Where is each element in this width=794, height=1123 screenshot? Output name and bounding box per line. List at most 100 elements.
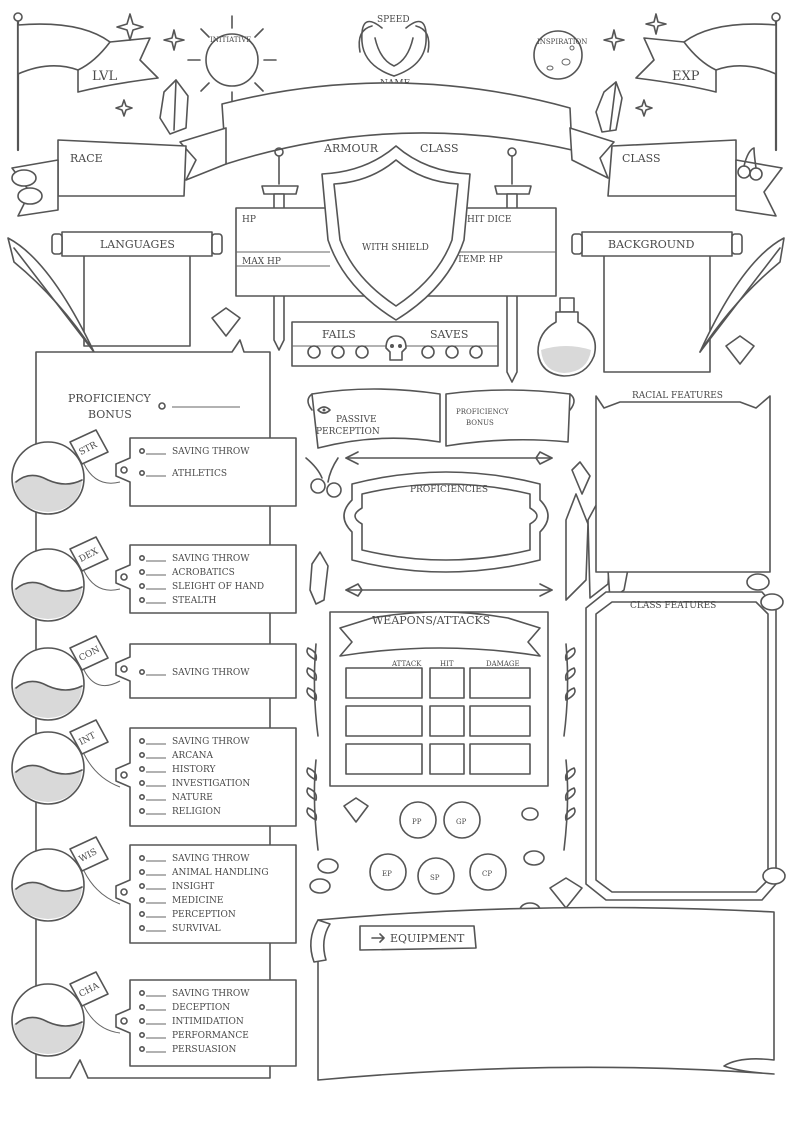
- weapons-title: WEAPONS/ATTACKS: [372, 614, 490, 627]
- shield-icon: [321, 145, 471, 321]
- vine-icon-right: [563, 643, 576, 851]
- weapon-cell[interactable]: [345, 705, 423, 737]
- skill-row[interactable]: PERFORMANCE: [139, 1031, 249, 1041]
- skill-label: ANIMAL HANDLING: [171, 868, 269, 878]
- skill-row[interactable]: STEALTH: [139, 596, 217, 606]
- skill-label: RELIGION: [172, 807, 221, 817]
- skills-tag: SAVING THROW DECEPTION INTIMIDATION PERFORM…: [115, 979, 297, 1067]
- skill-row[interactable]: SAVING THROW: [139, 737, 250, 747]
- coin-sp[interactable]: SP: [417, 857, 455, 895]
- proficiencies-label: PROFICIENCIES: [410, 485, 488, 495]
- skill-row[interactable]: ATHLETICS: [139, 469, 227, 479]
- equipment-label: EQUIPMENT: [390, 932, 465, 945]
- death-save-fail-circles[interactable]: [307, 345, 369, 359]
- potion-flask-icon: [11, 441, 85, 515]
- skill-label: SAVING THROW: [172, 737, 250, 747]
- class-features-label: CLASS FEATURES: [630, 601, 716, 611]
- speed-label: SPEED: [377, 15, 410, 25]
- coin-pp[interactable]: PP: [399, 801, 437, 839]
- skill-row[interactable]: SAVING THROW: [139, 989, 250, 999]
- skill-label: ACROBATICS: [171, 568, 235, 578]
- proficiency-bonus-label-1: PROFICIENCY: [68, 392, 152, 405]
- skill-row[interactable]: ACROBATICS: [139, 568, 235, 578]
- exp-banner: [635, 12, 781, 152]
- skill-row[interactable]: HISTORY: [139, 765, 217, 775]
- skill-label: PERFORMANCE: [172, 1031, 249, 1041]
- skill-row[interactable]: DECEPTION: [139, 1003, 230, 1013]
- inspiration-moon-icon: [533, 30, 583, 80]
- ability-tag: CHA: [69, 971, 109, 1007]
- skill-label: MEDICINE: [172, 896, 223, 906]
- coin-purse: PP GP EP SP CP: [369, 801, 507, 895]
- skill-row[interactable]: SAVING THROW: [139, 447, 250, 457]
- skill-row[interactable]: PERSUASION: [139, 1045, 237, 1055]
- skill-row[interactable]: NATURE: [139, 793, 213, 803]
- skills-tag: SAVING THROW: [115, 643, 297, 699]
- gem-icon: [211, 307, 755, 365]
- potion-flask-icon: [11, 731, 85, 805]
- weapon-cell[interactable]: [345, 743, 423, 775]
- lvl-banner: [13, 12, 159, 152]
- weapon-cell[interactable]: [469, 705, 531, 737]
- skill-label: DECEPTION: [172, 1003, 230, 1013]
- passive-label: PASSIVE: [336, 415, 377, 425]
- skill-row[interactable]: MEDICINE: [139, 896, 224, 906]
- exp-label: EXP: [672, 69, 700, 84]
- skill-row[interactable]: SAVING THROW: [139, 854, 250, 864]
- coin-gp[interactable]: GP: [443, 801, 481, 839]
- weapon-cell[interactable]: [469, 667, 531, 699]
- skill-row[interactable]: RELIGION: [139, 807, 221, 817]
- ability-tag: WIS: [69, 836, 109, 872]
- skill-label: NATURE: [172, 793, 213, 803]
- skill-row[interactable]: PERCEPTION: [139, 910, 236, 920]
- skill-row[interactable]: SAVING THROW: [139, 554, 250, 564]
- skill-label: SLEIGHT OF HAND: [172, 582, 264, 592]
- skill-row[interactable]: INSIGHT: [139, 882, 214, 892]
- coin-ep[interactable]: EP: [369, 853, 407, 891]
- ability-wis: WIS SAVING THROW ANIMAL HANDLING INSIGHT MED…: [11, 836, 297, 944]
- potion-flask-icon: [11, 983, 85, 1057]
- hp-label: HP: [242, 215, 256, 225]
- skill-label: SAVING THROW: [172, 854, 250, 864]
- coin-label: GP: [456, 818, 467, 826]
- coin-label: SP: [430, 874, 440, 882]
- with-shield-label: WITH SHIELD: [362, 243, 429, 253]
- weapon-cell[interactable]: [429, 667, 465, 699]
- prof-bonus-small-1: PROFICIENCY: [456, 408, 509, 416]
- skill-label: SAVING THROW: [172, 668, 250, 678]
- damage-col-label: DAMAGE: [486, 660, 520, 668]
- skill-row[interactable]: ANIMAL HANDLING: [139, 868, 269, 878]
- coin-label: EP: [382, 870, 392, 878]
- weapon-cell[interactable]: [429, 705, 465, 737]
- coin-label: PP: [412, 818, 422, 826]
- coin-cp[interactable]: CP: [469, 853, 507, 891]
- weapon-cell[interactable]: [469, 743, 531, 775]
- class-label: CLASS: [622, 152, 661, 165]
- coin-label: CP: [482, 870, 492, 878]
- weapon-cell[interactable]: [345, 667, 423, 699]
- skill-row[interactable]: INTIMIDATION: [139, 1017, 244, 1027]
- proficiency-bonus-circle[interactable]: [158, 402, 166, 410]
- potion-icon: [537, 297, 597, 377]
- skill-row[interactable]: SLEIGHT OF HAND: [139, 582, 264, 592]
- proficiencies-frame: [343, 471, 549, 573]
- coin-icon: [11, 169, 43, 205]
- inspiration-label: INSPIRATION: [537, 38, 587, 46]
- skill-row[interactable]: INVESTIGATION: [139, 779, 251, 789]
- languages-label: LANGUAGES: [100, 238, 175, 251]
- skill-label: STEALTH: [172, 596, 216, 606]
- skills-tag: SAVING THROW ATHLETICS: [115, 437, 297, 507]
- skill-row[interactable]: SURVIVAL: [139, 924, 221, 934]
- skill-row[interactable]: SAVING THROW: [139, 668, 250, 678]
- skill-label: PERSUASION: [172, 1045, 236, 1055]
- fails-label: FAILS: [322, 328, 356, 341]
- skill-label: SAVING THROW: [172, 447, 250, 457]
- weapons-table: [345, 667, 531, 775]
- death-save-success-circles[interactable]: [421, 345, 483, 359]
- skill-label: PERCEPTION: [172, 910, 236, 920]
- potion-flask-icon: [11, 848, 85, 922]
- weapon-cell[interactable]: [429, 743, 465, 775]
- skill-row[interactable]: ARCANA: [139, 751, 214, 761]
